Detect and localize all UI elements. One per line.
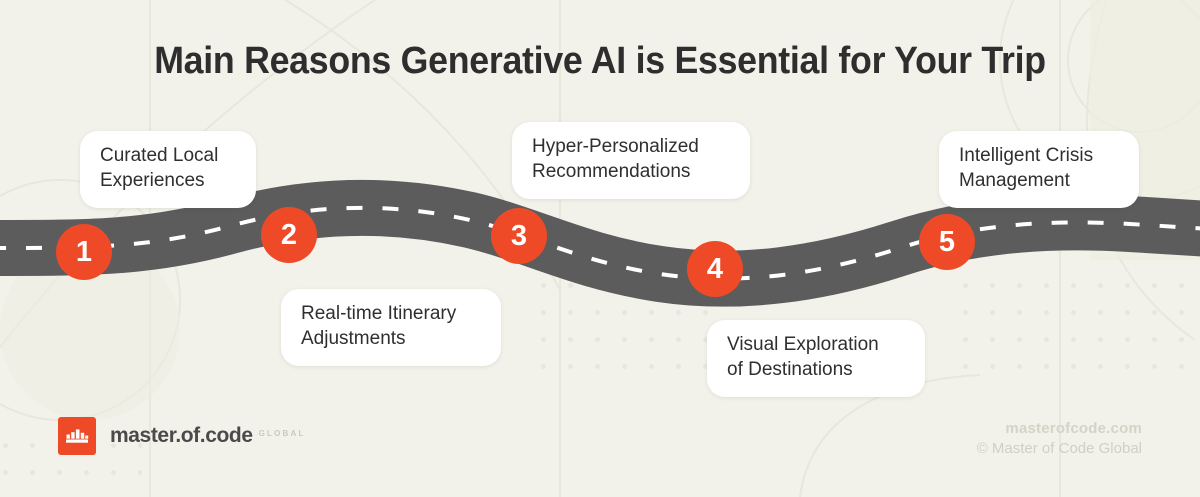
step-card-2[interactable]: Real-time Itinerary Adjustments xyxy=(281,289,501,367)
step-marker-4[interactable]: 4 xyxy=(687,241,743,297)
step-marker-5-number: 5 xyxy=(938,225,956,258)
footer-website[interactable]: masterofcode.com xyxy=(1005,420,1142,437)
step-marker-4-number: 4 xyxy=(706,252,724,285)
dot-pattern-right xyxy=(952,272,1192,384)
step-marker-5[interactable]: 5 xyxy=(919,214,975,270)
master-of-code-crown-icon xyxy=(58,417,96,455)
logo-wordmark: master.of.code GLOBAL xyxy=(110,424,306,448)
page-title: Main Reasons Generative AI is Essential … xyxy=(154,40,1046,82)
road-path xyxy=(0,179,1200,307)
footer-credits: masterofcode.com © Master of Code Global xyxy=(977,420,1142,457)
step-card-1[interactable]: Curated Local Experiences xyxy=(80,131,256,209)
step-marker-3-number: 3 xyxy=(510,219,528,252)
footer-copyright: © Master of Code Global xyxy=(976,440,1142,457)
brand-logo[interactable]: master.of.code GLOBAL xyxy=(58,417,306,455)
step-card-5[interactable]: Intelligent Crisis Management xyxy=(939,131,1139,209)
step-card-4[interactable]: Visual Exploration of Destinations xyxy=(707,320,925,398)
step-marker-3[interactable]: 3 xyxy=(491,208,547,264)
step-marker-2-number: 2 xyxy=(280,218,298,251)
logo-global-text: GLOBAL xyxy=(258,429,306,438)
step-marker-1-number: 1 xyxy=(75,235,93,268)
step-card-3[interactable]: Hyper-Personalized Recommendations xyxy=(512,122,750,200)
step-marker-1[interactable]: 1 xyxy=(56,224,112,280)
step-marker-2[interactable]: 2 xyxy=(261,207,317,263)
logo-wordmark-text: master.of.code xyxy=(110,424,253,447)
